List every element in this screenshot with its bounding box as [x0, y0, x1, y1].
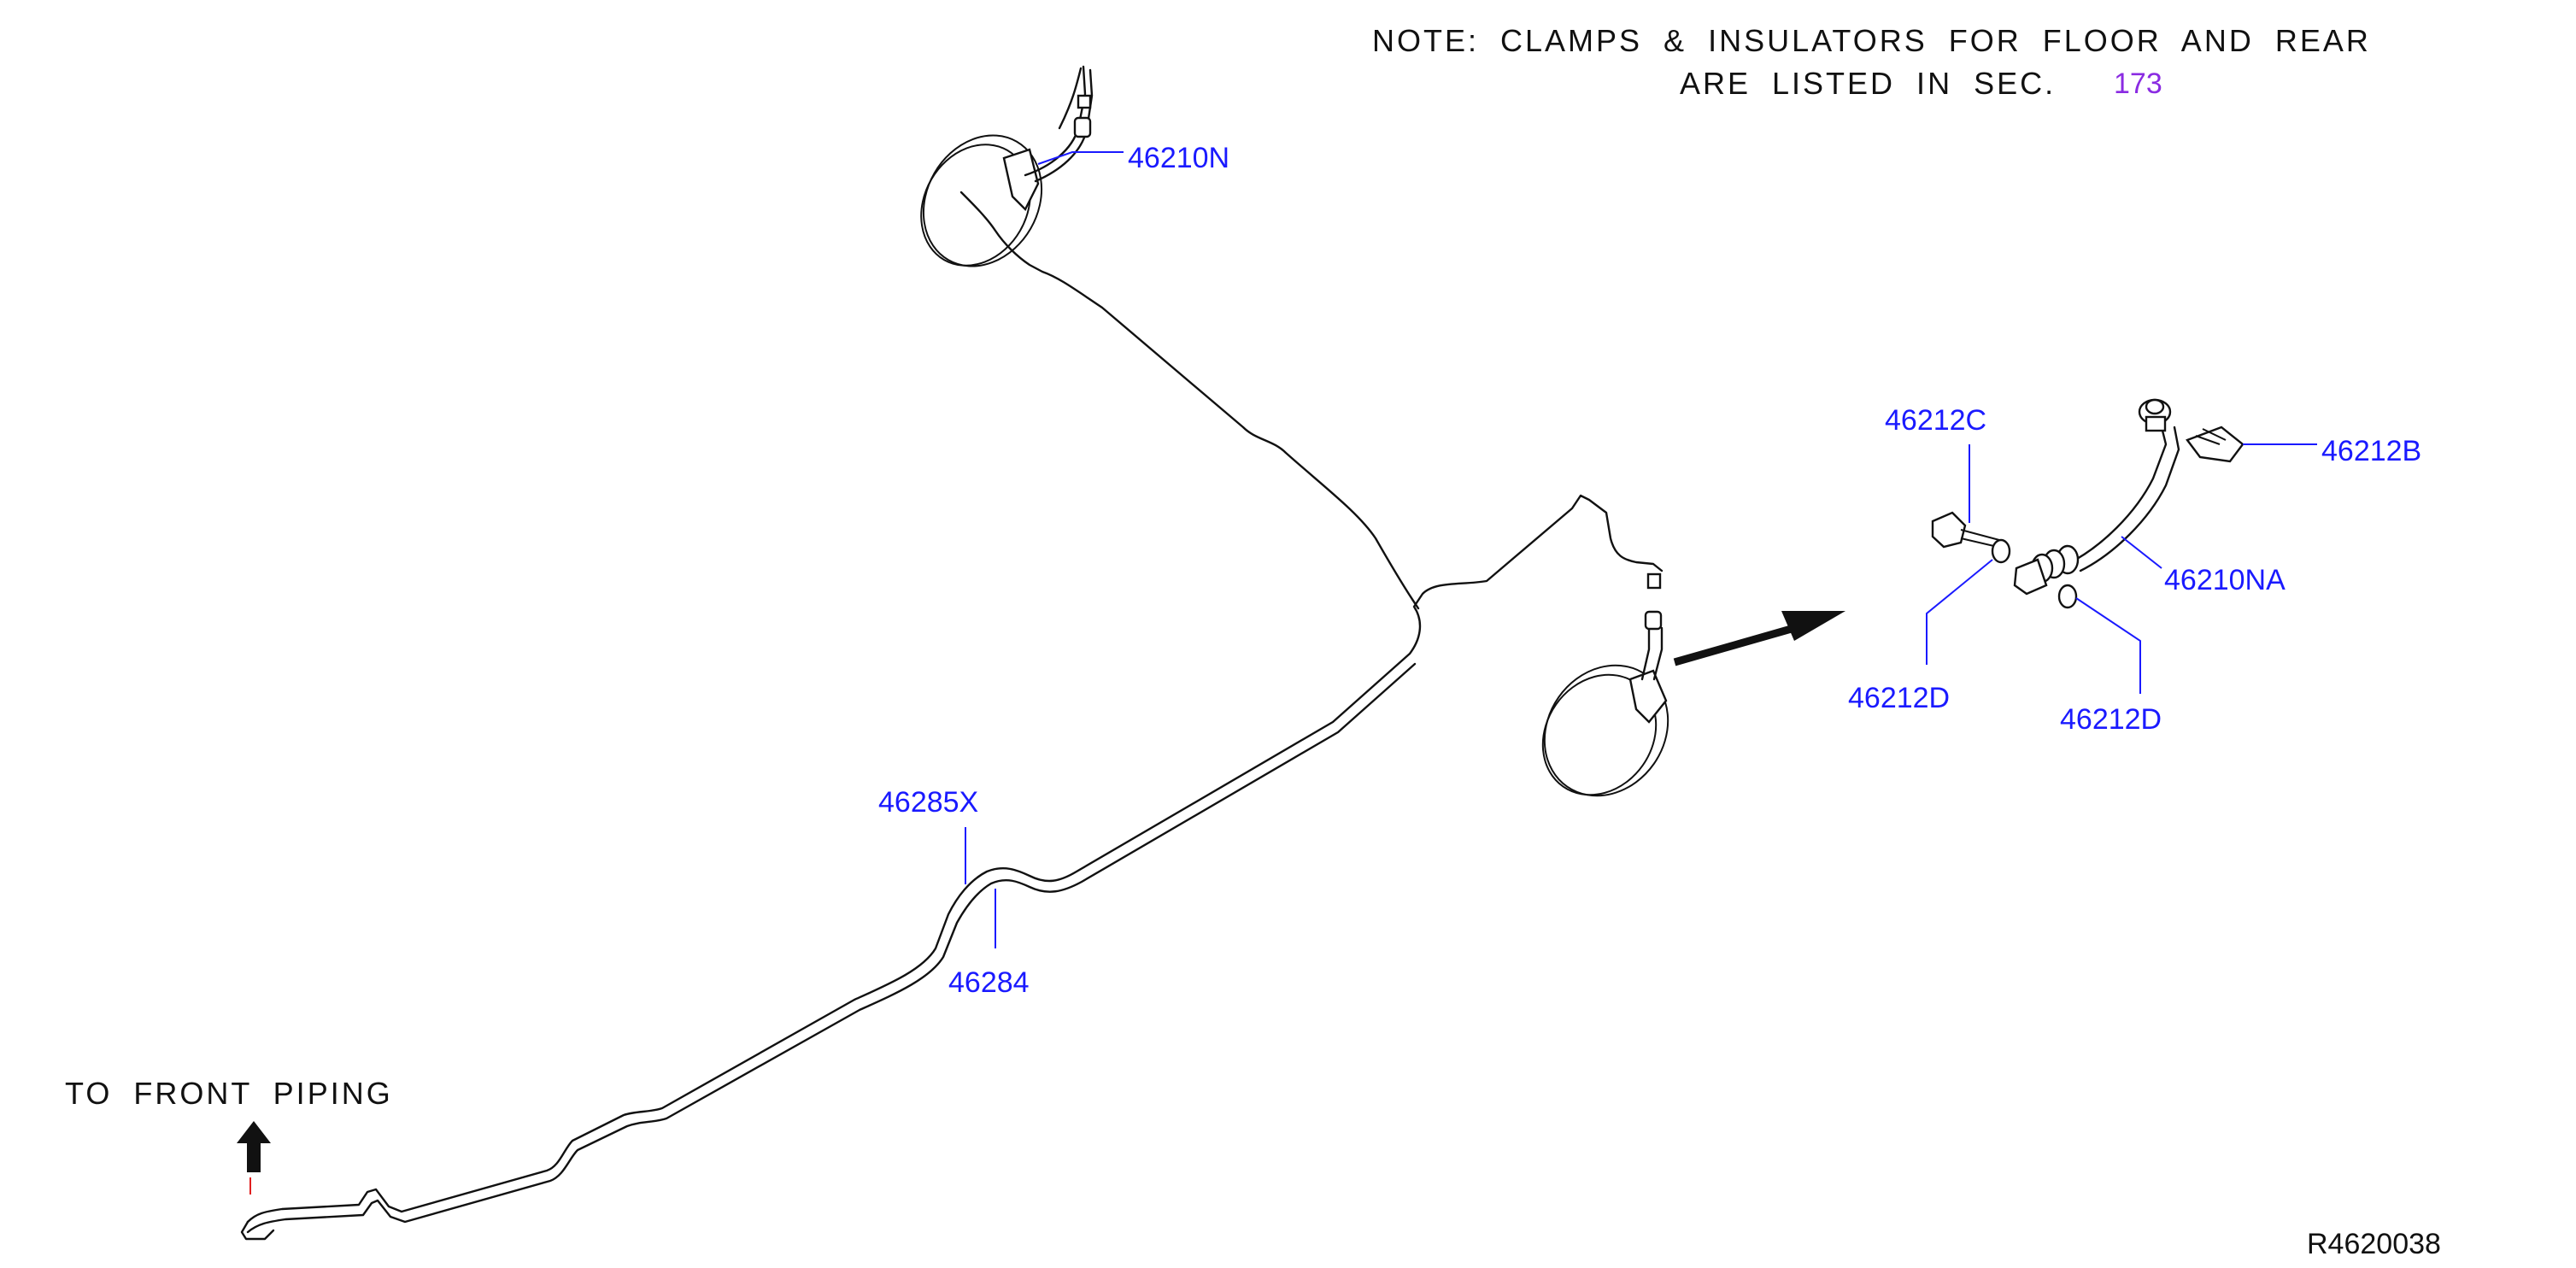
- leader-lines: [965, 151, 2317, 948]
- upper-left-brake-disc: [920, 65, 1094, 267]
- part-46212C[interactable]: 46212C: [1885, 404, 1987, 437]
- part-46284[interactable]: 46284: [948, 966, 1030, 999]
- exploded-view-arrow: [1673, 611, 1845, 666]
- part-46212B[interactable]: 46212B: [2321, 435, 2422, 467]
- part-46210N[interactable]: 46210N: [1128, 142, 1230, 174]
- part-46210NA[interactable]: 46210NA: [2164, 564, 2286, 596]
- reference-code: R4620038: [2307, 1228, 2441, 1260]
- section-link[interactable]: 173: [2114, 68, 2162, 100]
- front-piping-arrow: [237, 1121, 271, 1195]
- note-line-2: ARE LISTED IN SEC.: [1680, 66, 2057, 101]
- note-line-1: NOTE: CLAMPS & INSULATORS FOR FLOOR AND …: [1372, 23, 2371, 58]
- part-46212D-right[interactable]: 46212D: [2060, 703, 2162, 736]
- front-piping-label: TO FRONT PIPING: [65, 1076, 393, 1111]
- upper-brake-pipe: [959, 191, 1420, 610]
- right-brake-disc: [1541, 572, 1669, 797]
- exploded-components: [1931, 398, 2244, 609]
- part-46212D-left[interactable]: 46212D: [1848, 682, 1951, 714]
- part-46285X[interactable]: 46285X: [878, 786, 979, 819]
- main-brake-pipe: [240, 494, 1664, 1241]
